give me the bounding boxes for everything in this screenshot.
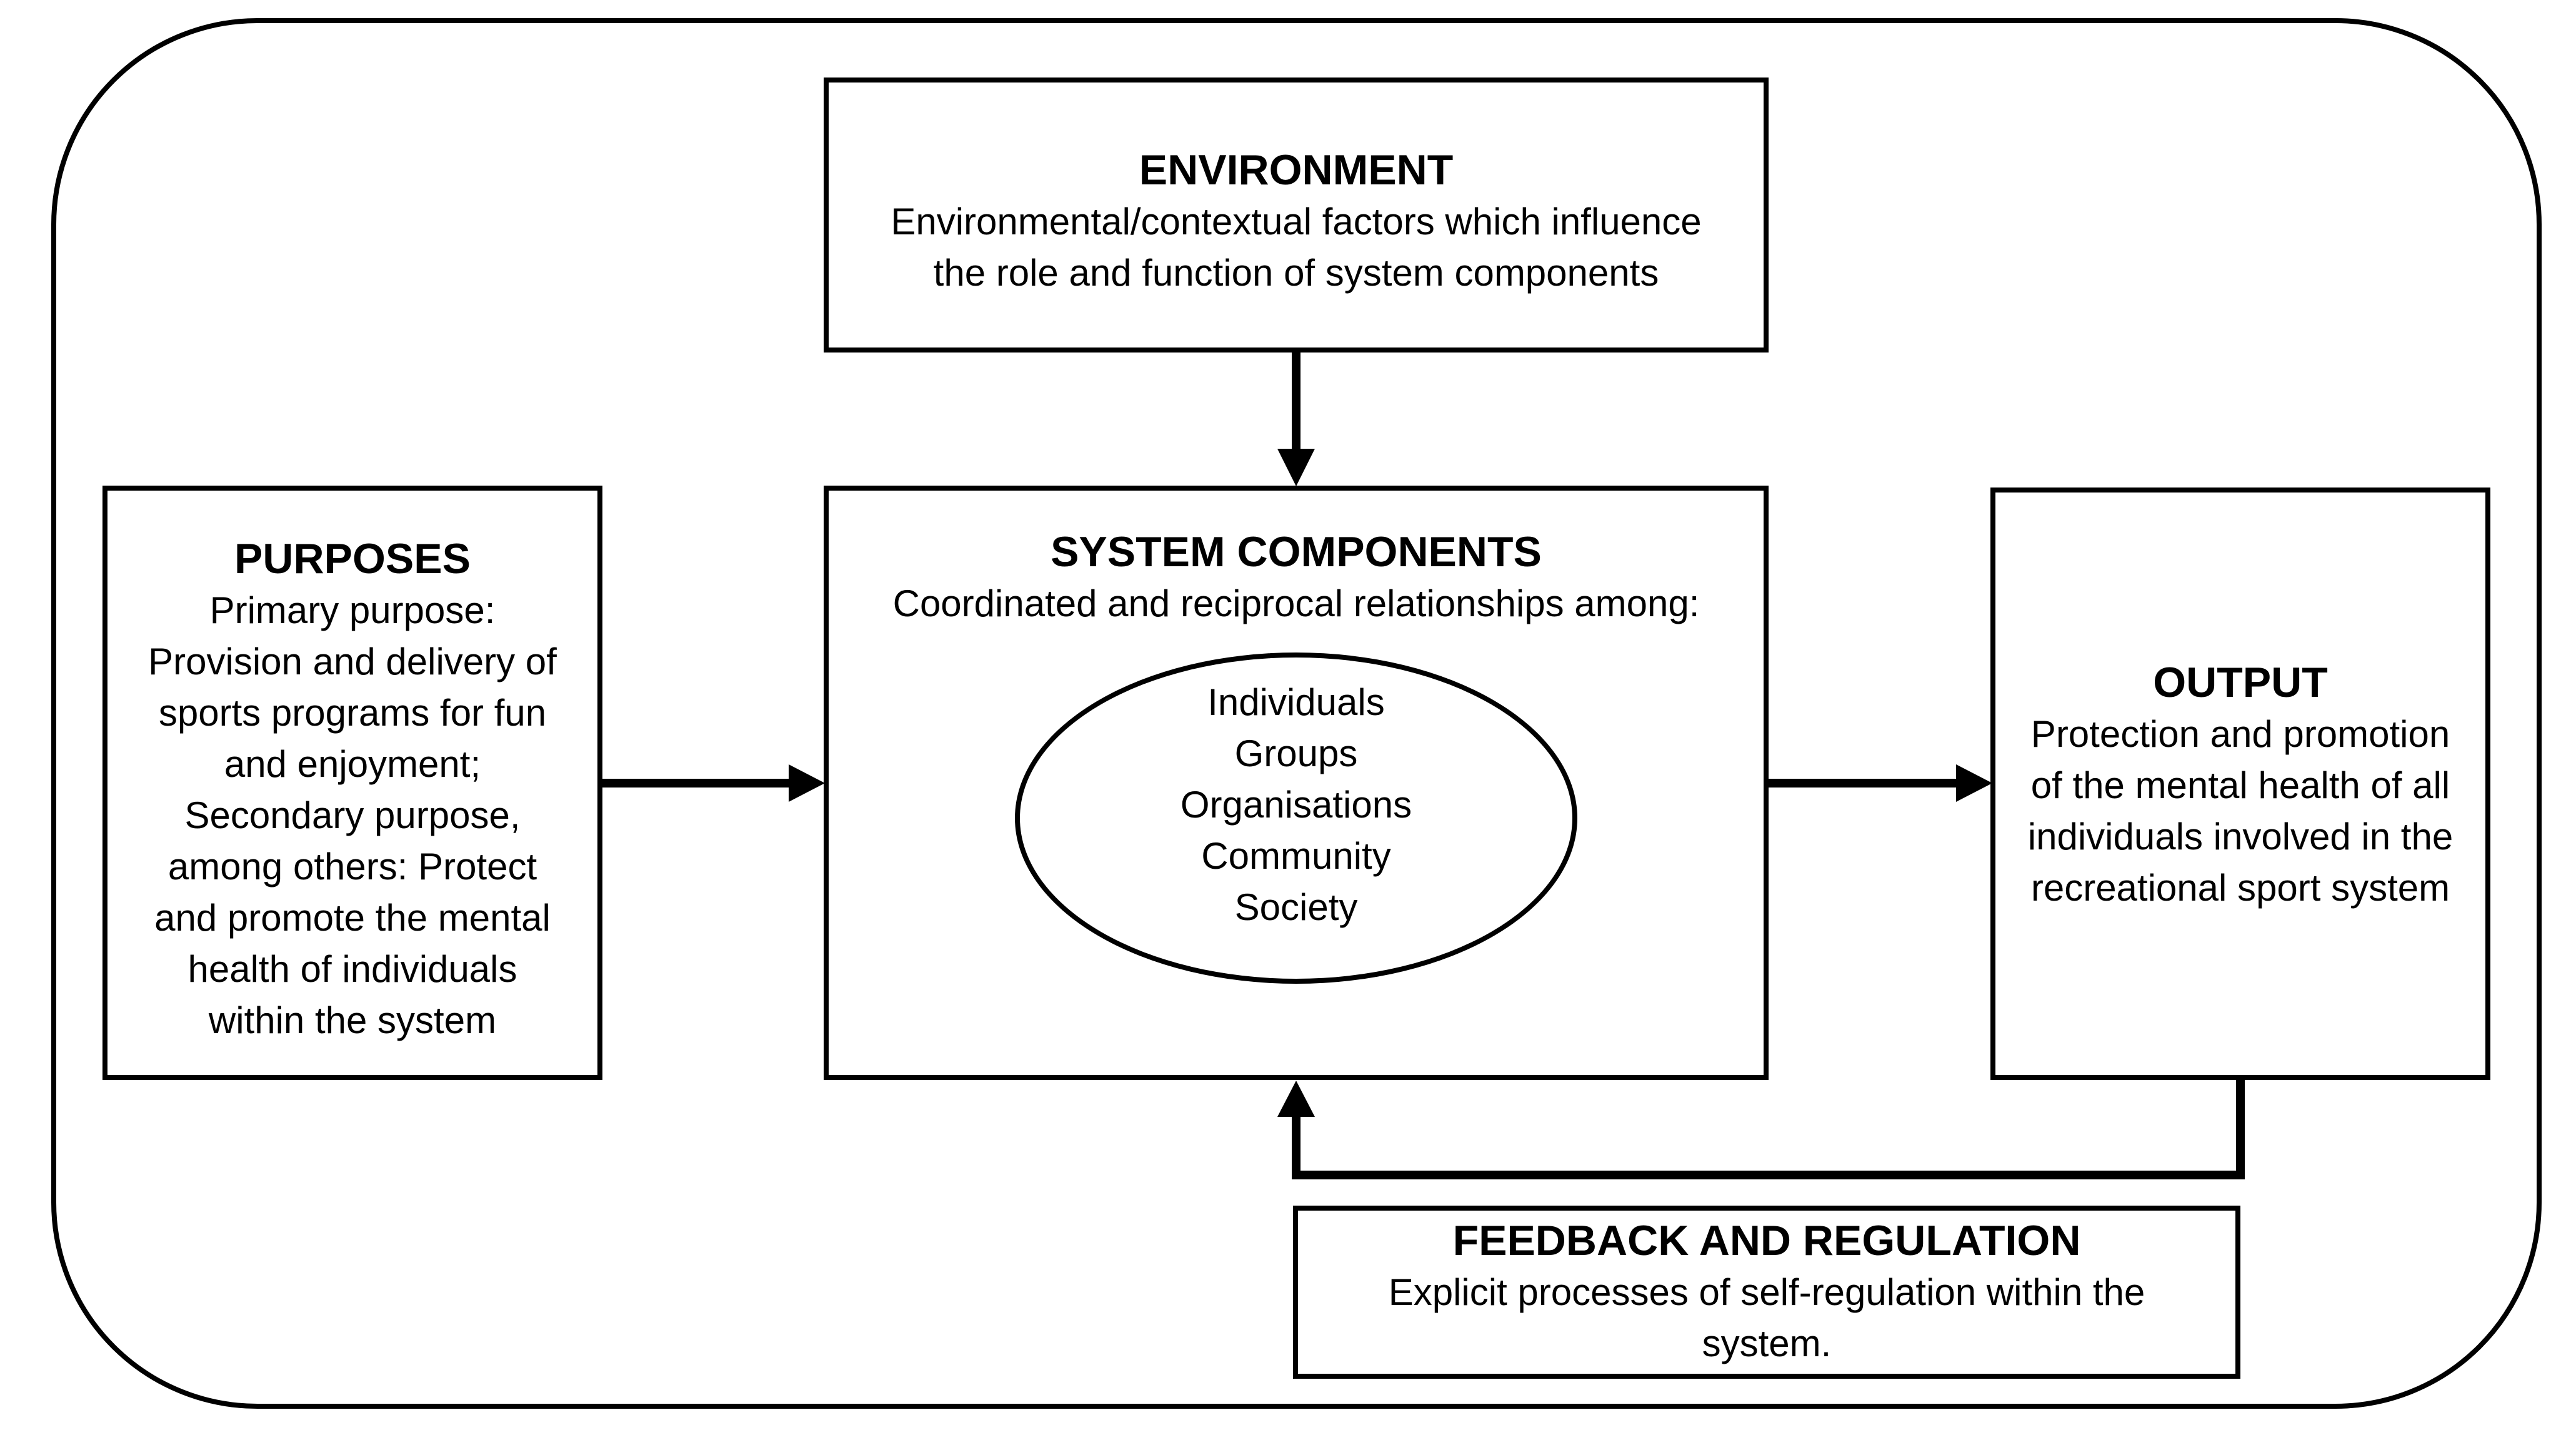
system-components-subtitle: Coordinated and reciprocal relationships… — [892, 582, 1700, 624]
arrowhead-up-icon — [1277, 1081, 1315, 1117]
arrowhead-right-icon — [789, 764, 825, 802]
purposes-line: sports programs for fun — [158, 692, 547, 734]
output-line: Protection and promotion — [2030, 713, 2450, 755]
component-item: Individuals — [1207, 681, 1385, 723]
components-list: Individuals Groups Organisations Communi… — [1015, 677, 1577, 933]
arrowhead-right-icon — [1956, 764, 1992, 802]
environment-title: ENVIRONMENT — [1139, 146, 1454, 194]
purposes-line: and promote the mental — [154, 897, 551, 939]
output-box: OUTPUT Protection and promotion of the m… — [1990, 488, 2490, 1080]
feedback-loop-line — [1292, 1080, 2245, 1179]
output-line: individuals involved in the — [2027, 816, 2454, 858]
output-title: OUTPUT — [2153, 659, 2328, 706]
purposes-box: PURPOSES Primary purpose: Provision and … — [102, 486, 602, 1080]
feedback-line: Explicit processes of self-regulation wi… — [1388, 1271, 2145, 1313]
component-item: Society — [1234, 886, 1358, 928]
component-item: Organisations — [1180, 784, 1412, 826]
purposes-line: health of individuals — [187, 948, 517, 990]
feedback-title: FEEDBACK AND REGULATION — [1452, 1217, 2081, 1264]
environment-box: ENVIRONMENT Environmental/contextual fac… — [824, 78, 1769, 352]
purposes-line: Provision and delivery of — [148, 641, 557, 682]
purposes-line: and enjoyment; — [224, 743, 481, 785]
output-line: recreational sport system — [2030, 867, 2450, 909]
system-components-title: SYSTEM COMPONENTS — [1051, 528, 1542, 576]
environment-line: Environmental/contextual factors which i… — [891, 201, 1702, 242]
arrowhead-down-icon — [1277, 449, 1315, 486]
component-item: Groups — [1234, 732, 1358, 774]
outer-frame — [51, 18, 2542, 1409]
purposes-line: Secondary purpose, — [184, 794, 521, 836]
component-item: Community — [1201, 835, 1391, 877]
purposes-line: within the system — [208, 999, 497, 1041]
components-ellipse — [1015, 652, 1577, 984]
purposes-line: Primary purpose: — [209, 589, 496, 631]
purposes-line: among others: Protect — [167, 846, 537, 888]
environment-line: the role and function of system componen… — [933, 252, 1659, 294]
purposes-title: PURPOSES — [234, 535, 471, 582]
feedback-box: FEEDBACK AND REGULATION Explicit process… — [1293, 1206, 2240, 1379]
feedback-line: system. — [1702, 1322, 1832, 1364]
output-line: of the mental health of all — [2030, 764, 2450, 806]
